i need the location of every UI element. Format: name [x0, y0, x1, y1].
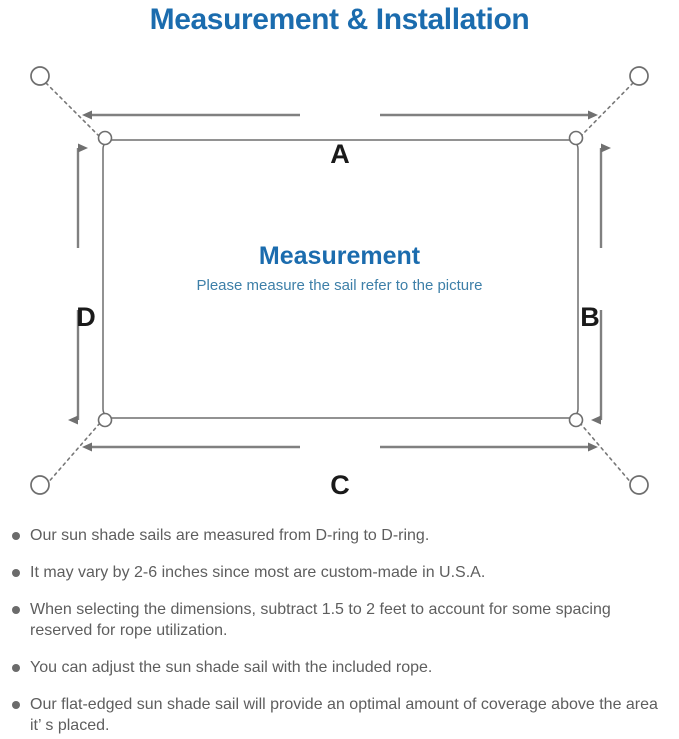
rope-lines	[45, 82, 634, 486]
bullet-icon	[12, 606, 20, 614]
dimension-label-c: C	[330, 470, 350, 500]
sail-center-subtext: Please measure the sail refer to the pic…	[196, 277, 483, 294]
rope-bottom-left	[45, 422, 101, 486]
note-text: You can adjust the sun shade sail with t…	[30, 659, 433, 676]
diagram-svg	[30, 66, 649, 495]
d-ring-bottom-left	[97, 412, 113, 428]
note-text: Our flat-edged sun shade sail will provi…	[30, 696, 658, 734]
list-item: Our sun shade sails are measured from D-…	[0, 525, 679, 546]
list-item: When selecting the dimensions, subtract …	[0, 599, 679, 641]
anchor-post-bottom-right	[629, 475, 649, 495]
rope-top-left	[45, 82, 101, 138]
bullet-icon	[12, 701, 20, 709]
rope-top-right	[579, 82, 634, 138]
note-text: When selecting the dimensions, subtract …	[30, 601, 611, 639]
sail-outline	[102, 139, 579, 419]
bullet-icon	[12, 569, 20, 577]
page-title: Measurement & Installation	[149, 3, 530, 36]
dimension-label-a: A	[330, 139, 350, 169]
anchor-posts	[30, 66, 649, 495]
d-ring-top-left	[97, 130, 113, 146]
bullet-icon	[12, 664, 20, 672]
anchor-post-top-right	[629, 66, 649, 86]
list-item: You can adjust the sun shade sail with t…	[0, 657, 679, 678]
anchor-post-bottom-left	[30, 475, 50, 495]
rope-bottom-right	[579, 422, 634, 486]
note-text: It may vary by 2-6 inches since most are…	[30, 564, 486, 581]
dimension-label-b: B	[580, 302, 600, 332]
notes-list: Our sun shade sails are measured from D-…	[0, 525, 679, 736]
dimension-label-d: D	[76, 302, 96, 332]
sail-measurement-diagram: A B C D Measurement Please measure the s…	[0, 48, 679, 518]
note-text: Our sun shade sails are measured from D-…	[30, 527, 430, 544]
d-rings	[97, 130, 584, 428]
list-item: Our flat-edged sun shade sail will provi…	[0, 694, 679, 736]
anchor-post-top-left	[30, 66, 50, 86]
sail-center-heading: Measurement	[258, 242, 421, 270]
bullet-icon	[12, 532, 20, 540]
d-ring-top-right	[568, 130, 584, 146]
d-ring-bottom-right	[568, 412, 584, 428]
list-item: It may vary by 2-6 inches since most are…	[0, 562, 679, 583]
